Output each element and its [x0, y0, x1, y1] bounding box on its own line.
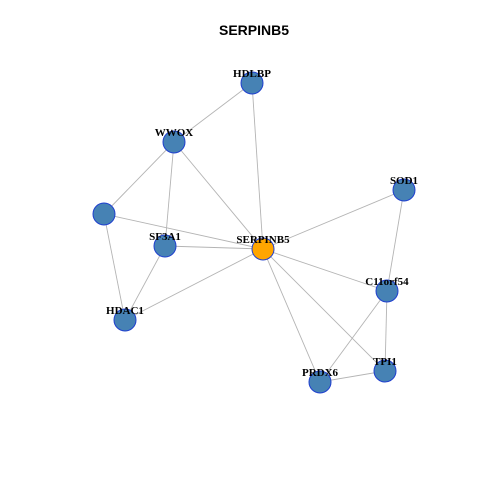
node-label-SOD1: SOD1: [390, 175, 418, 187]
node-label-TPI1: TPI1: [373, 356, 397, 368]
node-C11orf54[interactable]: [375, 279, 399, 303]
edge-SF3A1-HDAC1: [124, 245, 166, 321]
node-label-WWOX: WWOX: [155, 127, 194, 139]
node-PRDX6[interactable]: [308, 370, 332, 394]
edge-WWOX-unlabeled: [103, 141, 175, 215]
node-HDAC1[interactable]: [113, 308, 137, 332]
node-SF3A1[interactable]: [153, 234, 177, 258]
edge-SOD1-SERPINB5: [262, 189, 405, 250]
node-SOD1[interactable]: [392, 178, 416, 202]
node-label-PRDX6: PRDX6: [302, 367, 339, 379]
node-unlabeled[interactable]: [92, 202, 116, 226]
graph-title: SERPINB5: [219, 22, 289, 38]
node-layer: [92, 71, 416, 394]
edge-WWOX-SF3A1: [164, 141, 175, 247]
node-TPI1[interactable]: [373, 359, 397, 383]
edge-SERPINB5-TPI1: [262, 248, 386, 372]
edge-unlabeled-HDAC1: [103, 213, 126, 321]
node-label-SERPINB5: SERPINB5: [236, 234, 290, 246]
edge-WWOX-SERPINB5: [173, 141, 264, 250]
edge-SERPINB5-PRDX6: [262, 248, 321, 383]
node-SERPINB5[interactable]: [251, 237, 275, 261]
edge-SERPINB5-C11orf54: [262, 248, 388, 292]
edge-SOD1-C11orf54: [386, 189, 405, 292]
edge-C11orf54-TPI1: [384, 290, 388, 372]
edge-layer: [103, 82, 405, 383]
edge-HDLBP-SERPINB5: [251, 82, 264, 250]
node-label-HDLBP: HDLBP: [233, 68, 271, 80]
edge-HDLBP-WWOX: [173, 82, 253, 143]
node-label-C11orf54: C11orf54: [365, 276, 409, 288]
node-label-SF3A1: SF3A1: [149, 231, 181, 243]
node-label-HDAC1: HDAC1: [106, 305, 144, 317]
edge-SF3A1-SERPINB5: [164, 245, 264, 250]
edge-unlabeled-SERPINB5: [103, 213, 264, 250]
node-HDLBP[interactable]: [240, 71, 264, 95]
edge-C11orf54-PRDX6: [319, 290, 388, 383]
edge-HDAC1-SERPINB5: [124, 248, 264, 321]
node-WWOX[interactable]: [162, 130, 186, 154]
